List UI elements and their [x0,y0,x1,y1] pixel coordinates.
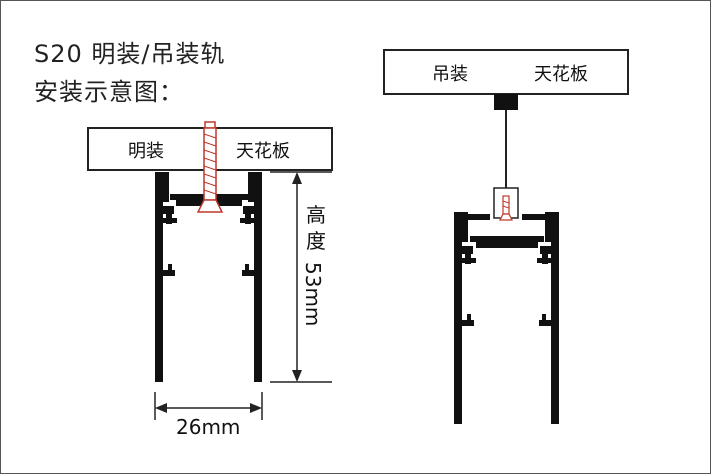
height-label-char-2: 度 [306,229,326,253]
label-surface-mount: 明装 [128,141,164,162]
width-value: 26mm [176,415,240,439]
suspended-mount-diagram: 吊装 天花板 [383,49,629,424]
ceiling-fixture [494,94,518,110]
title-line-1: S20 明装/吊装轨 [34,40,226,68]
screw-right [499,195,513,221]
width-dimension [154,392,263,420]
label-suspended-mount: 吊装 [432,64,468,85]
label-ceiling-right: 天花板 [534,64,588,85]
label-ceiling-left: 天花板 [236,141,290,162]
ceiling-board-right [383,49,629,95]
surface-mount-diagram: 明装 天花板 [87,121,333,439]
height-value: 53mm [301,262,325,326]
height-dimension [270,171,332,383]
rail-profile-right [454,212,559,424]
height-label-char-1: 高 [306,203,326,227]
title-line-2: 安装示意图： [34,78,184,106]
screw-left [196,121,224,213]
